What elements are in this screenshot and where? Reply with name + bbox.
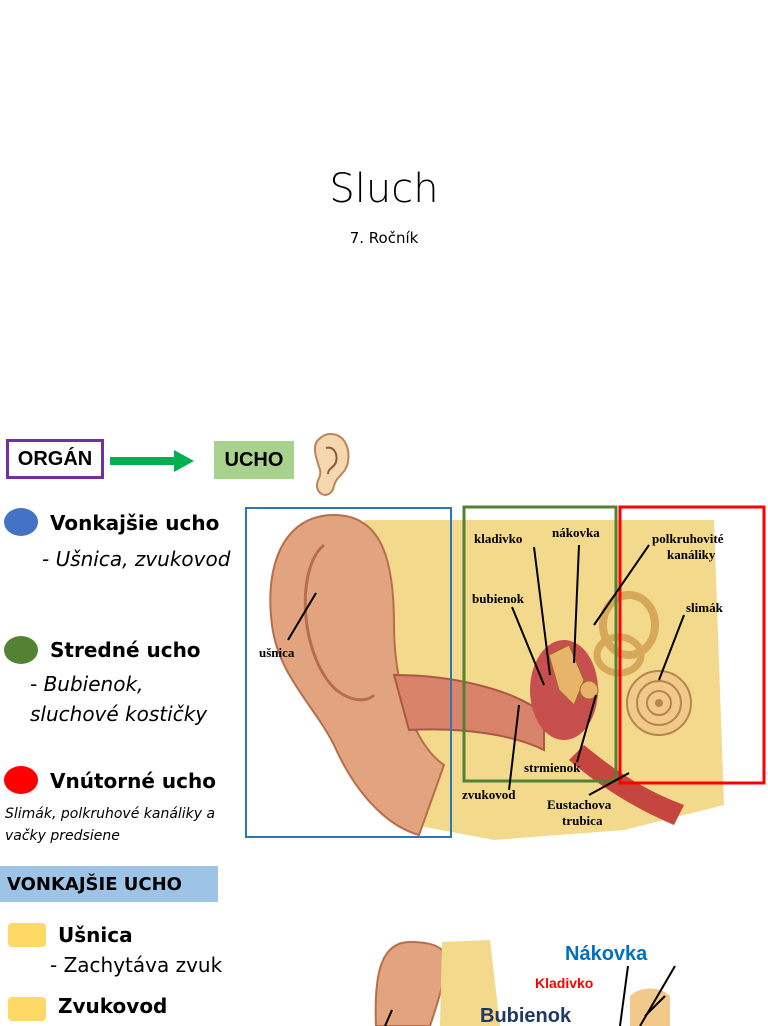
inner-ear-heading: Vnútorné ucho xyxy=(50,769,216,793)
usnica-bullet xyxy=(8,923,46,947)
label-trubica: trubica xyxy=(562,813,603,828)
organ-label: ORGÁN xyxy=(6,439,104,479)
label-zvukovod: zvukovod xyxy=(462,787,516,802)
outer-ear-slide-heading: VONKAJŠIE UCHO xyxy=(0,866,218,902)
inner-ear-detail-2: vačky predsiene xyxy=(5,828,120,844)
label-kladivko-2: Kladivko xyxy=(535,975,593,991)
ucho-label: UCHO xyxy=(214,441,294,479)
middle-ear-heading: Stredné ucho xyxy=(50,638,201,662)
outer-ear-slide: VONKAJŠIE UCHO Ušnica - Zachytáva zvuk Z… xyxy=(0,860,768,1026)
middle-ear-detail-2: sluchové kostičky xyxy=(30,702,208,726)
label-kladivko: kladivko xyxy=(474,531,522,546)
middle-ear-detail-1: - Bubienok, xyxy=(30,672,144,696)
title-slide: Sluch 7. Ročník xyxy=(0,0,768,410)
label-bubienok: bubienok xyxy=(472,591,525,606)
outer-ear-bullet xyxy=(4,508,38,536)
outer-ear-diagram: Nákovka Kladivko Bubienok xyxy=(374,940,676,1026)
ear-overview-slide: ORGÁN UCHO Vonkajšie ucho - Ušnica, zvuk… xyxy=(0,410,768,860)
label-polkruhove-1: polkruhovité xyxy=(652,531,724,546)
usnica-label: Ušnica xyxy=(58,923,133,947)
label-nakovka: nákovka xyxy=(552,525,600,540)
label-nakovka-2: Nákovka xyxy=(565,943,648,965)
zvukovod-bullet xyxy=(8,997,46,1021)
ear-anatomy-diagram: ušnica kladivko nákovka polkruhovité kan… xyxy=(245,505,766,840)
label-polkruhove-2: kanáliky xyxy=(667,547,716,562)
inner-ear-detail-1: Slimák, polkruhové kanáliky a xyxy=(5,806,216,822)
label-eustachova: Eustachova xyxy=(547,797,612,812)
outer-ear-detail: - Ušnica, zvukovod xyxy=(42,547,231,571)
inner-ear-bullet xyxy=(4,766,38,794)
slide-subtitle: 7. Ročník xyxy=(349,229,419,247)
slide-title: Sluch xyxy=(329,166,439,212)
zvukovod-label: Zvukovod xyxy=(58,994,168,1018)
outer-ear-heading: Vonkajšie ucho xyxy=(50,511,220,535)
label-strmienok: strmienok xyxy=(524,760,581,775)
label-usnica: ušnica xyxy=(259,645,295,660)
usnica-detail: - Zachytáva zvuk xyxy=(50,953,223,977)
ear-icon xyxy=(313,432,350,496)
arrow-right-icon xyxy=(110,450,194,472)
label-slimak: slimák xyxy=(686,600,724,615)
label-bubienok-2: Bubienok xyxy=(480,1005,572,1026)
middle-ear-bullet xyxy=(4,636,38,664)
